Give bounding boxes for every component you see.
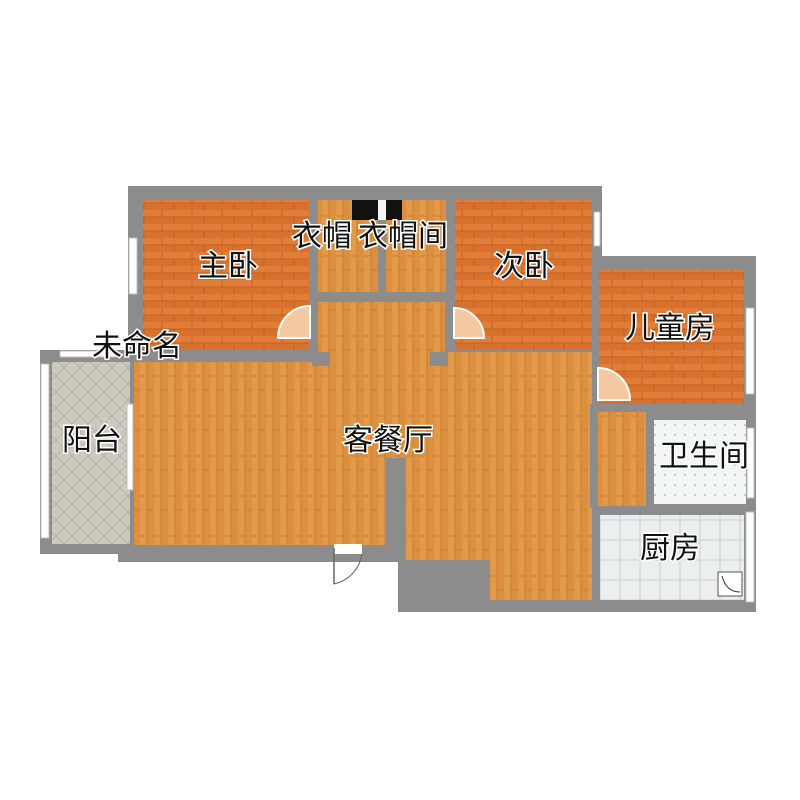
room-labels: 主卧 衣帽 衣帽间 次卧 儿童房 未命名 阳台 客餐厅 卫生间 厨房 <box>61 218 751 568</box>
label-wardrobe-1: 衣帽 <box>292 219 352 254</box>
windows <box>40 211 755 603</box>
label-kids-room: 儿童房 <box>625 311 715 346</box>
door-entrance-opening <box>334 544 362 554</box>
window-kids-east <box>745 307 755 395</box>
wardrobe-door-3 <box>378 200 386 220</box>
window-balcony-west <box>40 363 50 539</box>
wardrobe-doors <box>352 200 402 220</box>
window-bath-east <box>746 427 755 499</box>
window-balcony-top <box>59 350 117 358</box>
balcony-floor <box>52 362 130 544</box>
label-wardrobe-2: 衣帽间 <box>358 219 448 254</box>
window-balcony-east <box>126 403 134 491</box>
wardrobe-door-1 <box>352 200 378 220</box>
label-living-dining: 客餐厅 <box>343 423 433 458</box>
door-kids <box>597 366 632 401</box>
bathroom-floor <box>654 420 746 504</box>
wardrobe-door-2 <box>386 200 402 220</box>
label-second-bedroom: 次卧 <box>494 249 554 284</box>
floors <box>52 200 746 600</box>
window-second-east <box>593 211 601 247</box>
kitchen-sink-curve <box>721 575 741 593</box>
doors <box>276 304 632 585</box>
door-master <box>276 304 311 339</box>
label-bathroom: 卫生间 <box>659 439 749 474</box>
door-second <box>453 306 486 339</box>
wall-stub-left <box>312 352 330 366</box>
wall-bath-partition <box>590 404 598 508</box>
label-kitchen: 厨房 <box>640 531 700 566</box>
wall-stub-right <box>430 352 448 366</box>
wall-kitchen-partition <box>592 506 600 602</box>
label-balcony: 阳台 <box>62 423 122 458</box>
window-kitchen-east <box>745 511 755 603</box>
label-master-bedroom: 主卧 <box>198 249 258 284</box>
window-master-west <box>128 237 138 295</box>
wall-column <box>386 458 406 560</box>
kitchen-fixture <box>717 571 743 597</box>
interior-walls <box>312 352 600 602</box>
living-dining-floor <box>134 302 646 600</box>
label-unnamed: 未命名 <box>92 329 182 364</box>
